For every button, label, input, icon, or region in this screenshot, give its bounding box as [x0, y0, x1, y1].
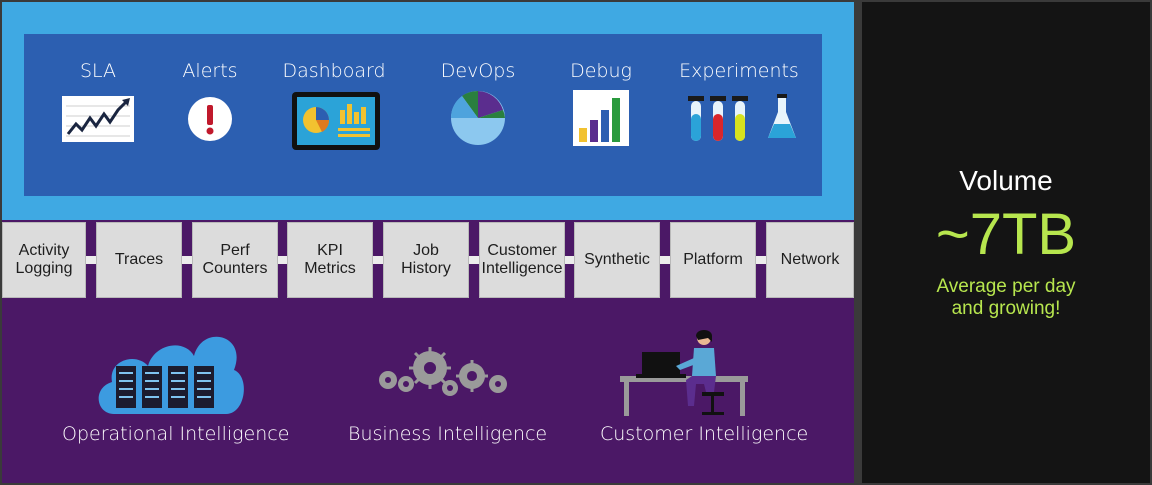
source-label: Customer Intelligence	[481, 242, 563, 277]
volume-title: Volume	[959, 165, 1053, 196]
alert-icon	[188, 97, 232, 141]
scenario-alerts: Alerts	[174, 34, 246, 141]
source-platform: Platform	[670, 222, 756, 298]
source-job-history: Job History	[383, 222, 469, 298]
gears-icon	[379, 347, 507, 396]
scenario-debug: Debug	[564, 34, 638, 146]
source-perf-counters: Perf Counters	[192, 222, 278, 298]
source-activity-logging: Activity Logging	[2, 222, 86, 298]
volume-value: ~7TB	[935, 202, 1077, 267]
cloud-servers-icon	[98, 336, 244, 414]
volume-note: Average per day and growing!	[936, 276, 1076, 319]
source-network: Network	[766, 222, 854, 298]
scenario-sla-label: SLA	[79, 60, 117, 82]
source-kpi-metrics: KPI Metrics	[287, 222, 373, 298]
scenario-alerts-label: Alerts	[182, 60, 238, 82]
scenario-devops-label: DevOps	[440, 60, 516, 82]
scenario-debug-label: Debug	[570, 60, 632, 82]
operational-intelligence-label: Operational Intelligence	[62, 423, 290, 445]
source-synthetic: Synthetic	[574, 222, 660, 298]
volume-panel: Volume ~7TB Average per day and growing!	[862, 2, 1150, 483]
source-label: Platform	[683, 251, 743, 268]
test-tubes-icon	[688, 94, 796, 141]
business-intelligence-label: Business Intelligence	[348, 423, 548, 445]
line-chart-icon	[62, 96, 134, 142]
scenario-experiments-label: Experiments	[679, 60, 799, 82]
source-label: Network	[780, 251, 840, 268]
architecture-panel: SLA Alerts	[2, 2, 854, 483]
source-label: Job History	[401, 242, 451, 277]
scenario-sla: SLA	[62, 34, 134, 142]
pie-chart-icon	[450, 90, 505, 145]
source-customer-intelligence: Customer Intelligence	[479, 222, 565, 298]
bar-chart-icon	[573, 90, 629, 146]
scenario-experiments: Experiments	[674, 34, 804, 141]
source-label: Activity Logging	[15, 242, 73, 277]
dashboard-icon	[292, 92, 380, 150]
scenario-dashboard: Dashboard	[282, 34, 386, 150]
scenario-dashboard-label: Dashboard	[282, 60, 386, 82]
scenario-devops: DevOps	[438, 34, 518, 145]
person-at-desk-icon	[620, 330, 748, 416]
customer-intelligence-label: Customer Intelligence	[600, 423, 809, 445]
source-label: Synthetic	[584, 251, 650, 268]
source-traces: Traces	[96, 222, 182, 298]
source-label: Perf Counters	[202, 242, 268, 277]
source-label: KPI Metrics	[304, 242, 356, 277]
source-label: Traces	[114, 251, 164, 268]
scenarios-box: SLA Alerts	[24, 34, 822, 196]
